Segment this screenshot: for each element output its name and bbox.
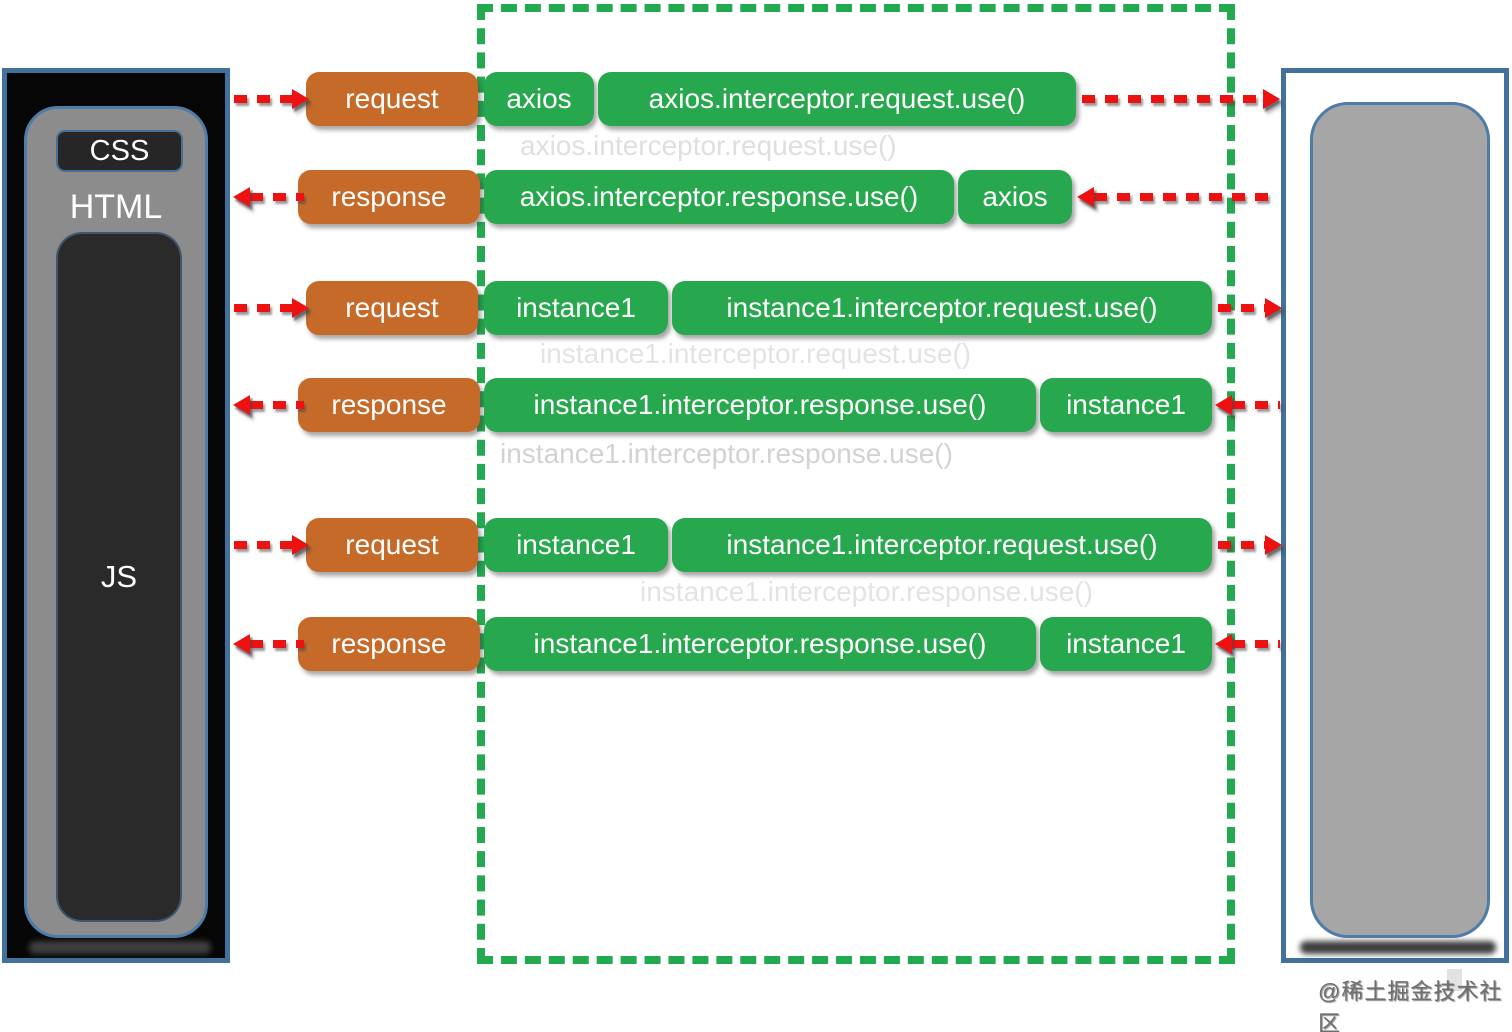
response-arrow-right bbox=[1077, 187, 1270, 207]
response-arrow-right bbox=[1215, 395, 1280, 415]
interceptor-request-use-pill: axios.interceptor.request.use() bbox=[598, 72, 1076, 126]
watermark: @稀土掘金技术社区 bbox=[1318, 979, 1503, 1032]
server-panel-shadow bbox=[1300, 941, 1496, 954]
request-label-pill: request bbox=[306, 281, 478, 335]
response-label-pill: response bbox=[298, 378, 480, 432]
instance1-pill: instance1 bbox=[1040, 617, 1212, 671]
css-badge: CSS bbox=[56, 130, 183, 172]
instance1-pill: instance1 bbox=[484, 518, 668, 572]
instance1-pill: instance1 bbox=[1040, 378, 1212, 432]
ghost-text: axios.interceptor.request.use() bbox=[520, 130, 897, 161]
ghost-text: instance1.interceptor.response.use() bbox=[640, 576, 1093, 607]
instance1-pill: instance1 bbox=[484, 281, 668, 335]
request-arrow-left bbox=[234, 535, 309, 555]
interceptor-request-use-pill: instance1.interceptor.request.use() bbox=[672, 281, 1212, 335]
response-arrow-left bbox=[233, 187, 304, 207]
browser-panel-shadow bbox=[29, 941, 211, 954]
response-label-pill: response bbox=[298, 170, 480, 224]
ghost-text: instance1.interceptor.response.use() bbox=[500, 438, 953, 469]
request-arrow-right bbox=[1218, 298, 1282, 318]
request-arrow-right bbox=[1082, 89, 1280, 109]
interceptor-zone-box bbox=[477, 4, 1235, 964]
ghost-text: instance1.interceptor.request.use() bbox=[540, 338, 972, 369]
response-label-pill: response bbox=[298, 617, 480, 671]
interceptor-response-use-pill: instance1.interceptor.response.use() bbox=[484, 378, 1036, 432]
axios-pill: axios bbox=[484, 72, 594, 126]
request-arrow-left bbox=[234, 298, 309, 318]
interceptor-response-use-pill: axios.interceptor.response.use() bbox=[484, 170, 954, 224]
watermark-cursor-block bbox=[1447, 969, 1462, 991]
interceptor-request-use-pill: instance1.interceptor.request.use() bbox=[672, 518, 1212, 572]
html-label: HTML bbox=[69, 187, 163, 226]
response-arrow-left bbox=[233, 634, 304, 654]
js-box: JS bbox=[56, 232, 182, 922]
request-arrow-right bbox=[1218, 535, 1282, 555]
response-arrow-left bbox=[233, 395, 304, 415]
response-arrow-right bbox=[1215, 634, 1280, 654]
interceptor-response-use-pill: instance1.interceptor.response.use() bbox=[484, 617, 1036, 671]
request-arrow-left bbox=[234, 89, 309, 109]
request-label-pill: request bbox=[306, 518, 478, 572]
server-panel bbox=[1310, 102, 1490, 938]
axios-pill: axios bbox=[958, 170, 1072, 224]
request-label-pill: request bbox=[306, 72, 478, 126]
